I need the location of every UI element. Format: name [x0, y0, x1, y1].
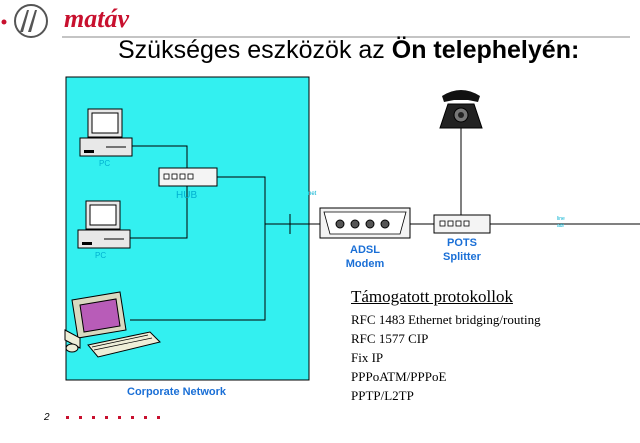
hub-icon [158, 167, 218, 187]
logo-wordmark: matáv [64, 4, 129, 33]
pc-2-icon [77, 200, 131, 249]
adsl-modem-label: ADSL Modem [338, 243, 392, 271]
corporate-network-label: Corporate Network [127, 386, 227, 398]
supported-protocols: Támogatott protokollok RFC 1483 Ethernet… [351, 287, 541, 405]
footer-dots [66, 416, 160, 419]
line-label-line2: adr [557, 223, 565, 229]
protocol-item: RFC 1483 Ethernet bridging/routing [351, 312, 541, 327]
pc-2-label: PC [95, 251, 107, 260]
protocol-item: PPPoATM/PPPoE [351, 369, 447, 384]
telephone-icon [439, 90, 483, 129]
adsl-label-line2: Modem [345, 258, 385, 270]
adsl-label-line1: ADSL [350, 244, 380, 256]
network-cables [130, 128, 640, 321]
title-bold: Ön telephelyén: [391, 36, 580, 64]
line-label: line adr [557, 216, 565, 230]
pots-label-line2: Splitter [443, 251, 481, 263]
slide-title: Szükséges eszközök az Ön telephelyén: [118, 36, 579, 65]
protocol-item: PPTP/L2TP [351, 388, 414, 403]
pots-splitter-label: POTS Splitter [432, 236, 492, 264]
protocols-heading: Támogatott protokollok [351, 287, 513, 306]
workstation-icon [64, 291, 161, 358]
pc-1-icon [79, 108, 133, 157]
matav-logo-icon [1, 4, 48, 38]
hub-label: HUB [176, 190, 198, 201]
line-label-line1: line [557, 216, 565, 222]
net-label: net [308, 191, 317, 197]
protocol-item: RFC 1577 CIP [351, 331, 429, 346]
protocol-item: Fix IP [351, 350, 384, 365]
pc-1-label: PC [99, 159, 111, 168]
page-number: 2 [44, 412, 50, 423]
adsl-modem-icon [319, 207, 411, 239]
title-prefix: Szükséges eszközök az [118, 36, 392, 64]
pots-label-line1: POTS [447, 237, 477, 249]
pots-splitter-icon [433, 214, 491, 234]
